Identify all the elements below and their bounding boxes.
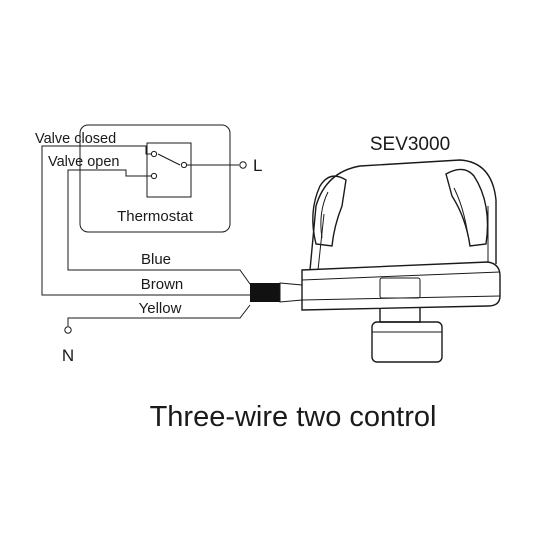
yellow-wire [67, 304, 251, 326]
brown-wire-label: Brown [141, 276, 184, 293]
contact-open-terminal [150, 172, 158, 180]
diagram-title: Three-wire two control [150, 401, 437, 433]
valve-closed-wire [41, 145, 250, 296]
thermostat-box [79, 124, 231, 233]
thermostat-switch-frame [146, 142, 192, 198]
cable-sleeve [250, 283, 280, 302]
contact-closed-terminal [150, 150, 158, 158]
actuator-sev3000 [301, 159, 501, 363]
thermostat-label: Thermostat [117, 208, 194, 225]
valve-closed-label: Valve closed [35, 131, 116, 147]
neutral-terminal-dot [64, 326, 72, 334]
neutral-terminal-label: N [62, 346, 74, 365]
live-terminal-label: L [253, 156, 262, 175]
blue-wire-label: Blue [141, 251, 171, 268]
valve-open-wire [67, 169, 251, 285]
live-terminal-dot [239, 161, 247, 169]
contact-common-terminal [180, 161, 188, 169]
yellow-wire-label: Yellow [139, 300, 182, 317]
cable-gland [279, 282, 303, 303]
device-model-label: SEV3000 [370, 134, 450, 155]
valve-open-label: Valve open [48, 154, 119, 170]
switch-lever [157, 153, 181, 166]
